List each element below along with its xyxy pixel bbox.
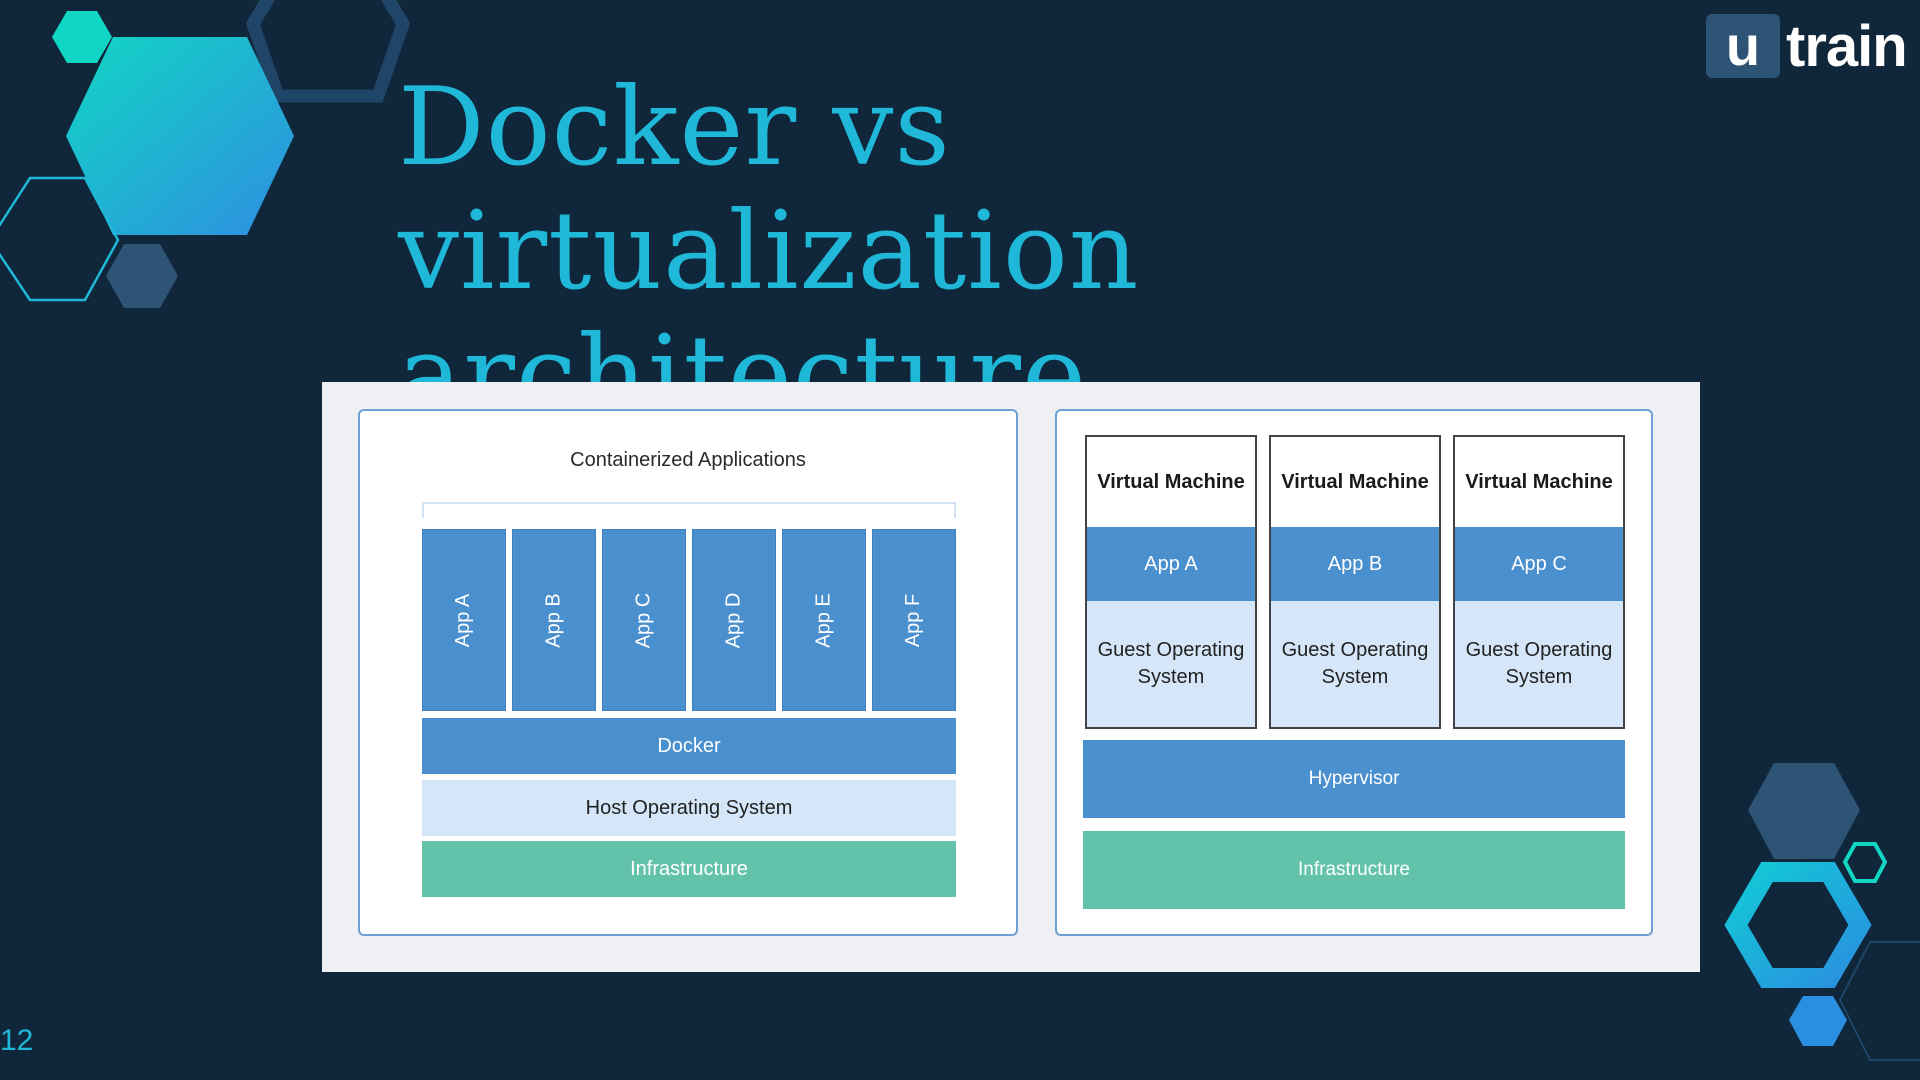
container-app: App A	[422, 529, 506, 711]
infrastructure-layer-right: Infrastructure	[1083, 831, 1625, 909]
container-app-label: App A	[452, 593, 475, 647]
container-app-label: App E	[812, 592, 835, 648]
slide-title-line-1: Docker vs virtualization	[398, 65, 1140, 314]
container-app-label: App C	[632, 592, 655, 648]
host-os-layer: Host Operating System	[422, 780, 956, 836]
hexagon-outline-faint-right	[1838, 941, 1920, 1061]
guest-os: Guest Operating System	[1087, 601, 1255, 727]
vm-app: App C	[1455, 527, 1623, 601]
virtual-machine: Virtual Machine App C Guest Operating Sy…	[1453, 435, 1625, 729]
virtual-machine: Virtual Machine App B Guest Operating Sy…	[1269, 435, 1441, 729]
utrain-logo: u train	[1706, 13, 1908, 79]
container-app-label: App D	[722, 592, 745, 648]
architecture-diagram: Containerized Applications App A App B A…	[322, 382, 1700, 972]
hexagon-outline-dark	[245, 0, 411, 103]
logo-text: train	[1786, 13, 1908, 79]
infrastructure-layer-left: Infrastructure	[422, 841, 956, 897]
vm-app: App B	[1271, 527, 1439, 601]
vm-app: App A	[1087, 527, 1255, 601]
container-app: App B	[512, 529, 596, 711]
guest-os: Guest Operating System	[1271, 601, 1439, 727]
virtualization-panel: Virtual Machine App A Guest Operating Sy…	[1055, 409, 1653, 936]
container-app: App E	[782, 529, 866, 711]
guest-os: Guest Operating System	[1455, 601, 1623, 727]
logo-mark: u	[1706, 14, 1780, 78]
hexagon-outline-teal	[0, 176, 120, 302]
hexagon-ring-right	[1724, 862, 1872, 988]
vm-title: Virtual Machine	[1465, 470, 1613, 493]
hypervisor-layer: Hypervisor	[1083, 740, 1625, 818]
vm-title: Virtual Machine	[1097, 470, 1245, 493]
container-app: App F	[872, 529, 956, 711]
hexagon-dark-small	[106, 244, 178, 308]
hexagon-dark-right	[1748, 763, 1860, 859]
docker-layer: Docker	[422, 718, 956, 774]
container-app-label: App F	[902, 593, 925, 647]
vm-title: Virtual Machine	[1281, 470, 1429, 493]
virtual-machines: Virtual Machine App A Guest Operating Sy…	[1085, 435, 1625, 729]
container-app: App D	[692, 529, 776, 711]
container-app: App C	[602, 529, 686, 711]
page-number: 12	[0, 1024, 34, 1057]
container-app-label: App B	[542, 592, 565, 648]
containerized-title: Containerized Applications	[570, 449, 806, 471]
hexagon-gradient-large	[66, 37, 294, 235]
virtual-machine: Virtual Machine App A Guest Operating Sy…	[1085, 435, 1257, 729]
containerized-panel: Containerized Applications App A App B A…	[358, 409, 1018, 936]
apps-bracket	[422, 502, 956, 518]
container-apps: App A App B App C App D App E App F	[422, 529, 956, 711]
hexagon-outline-small-right	[1842, 842, 1888, 883]
hexagon-blue-small-right	[1789, 996, 1847, 1046]
hexagon-teal-small	[52, 11, 112, 63]
